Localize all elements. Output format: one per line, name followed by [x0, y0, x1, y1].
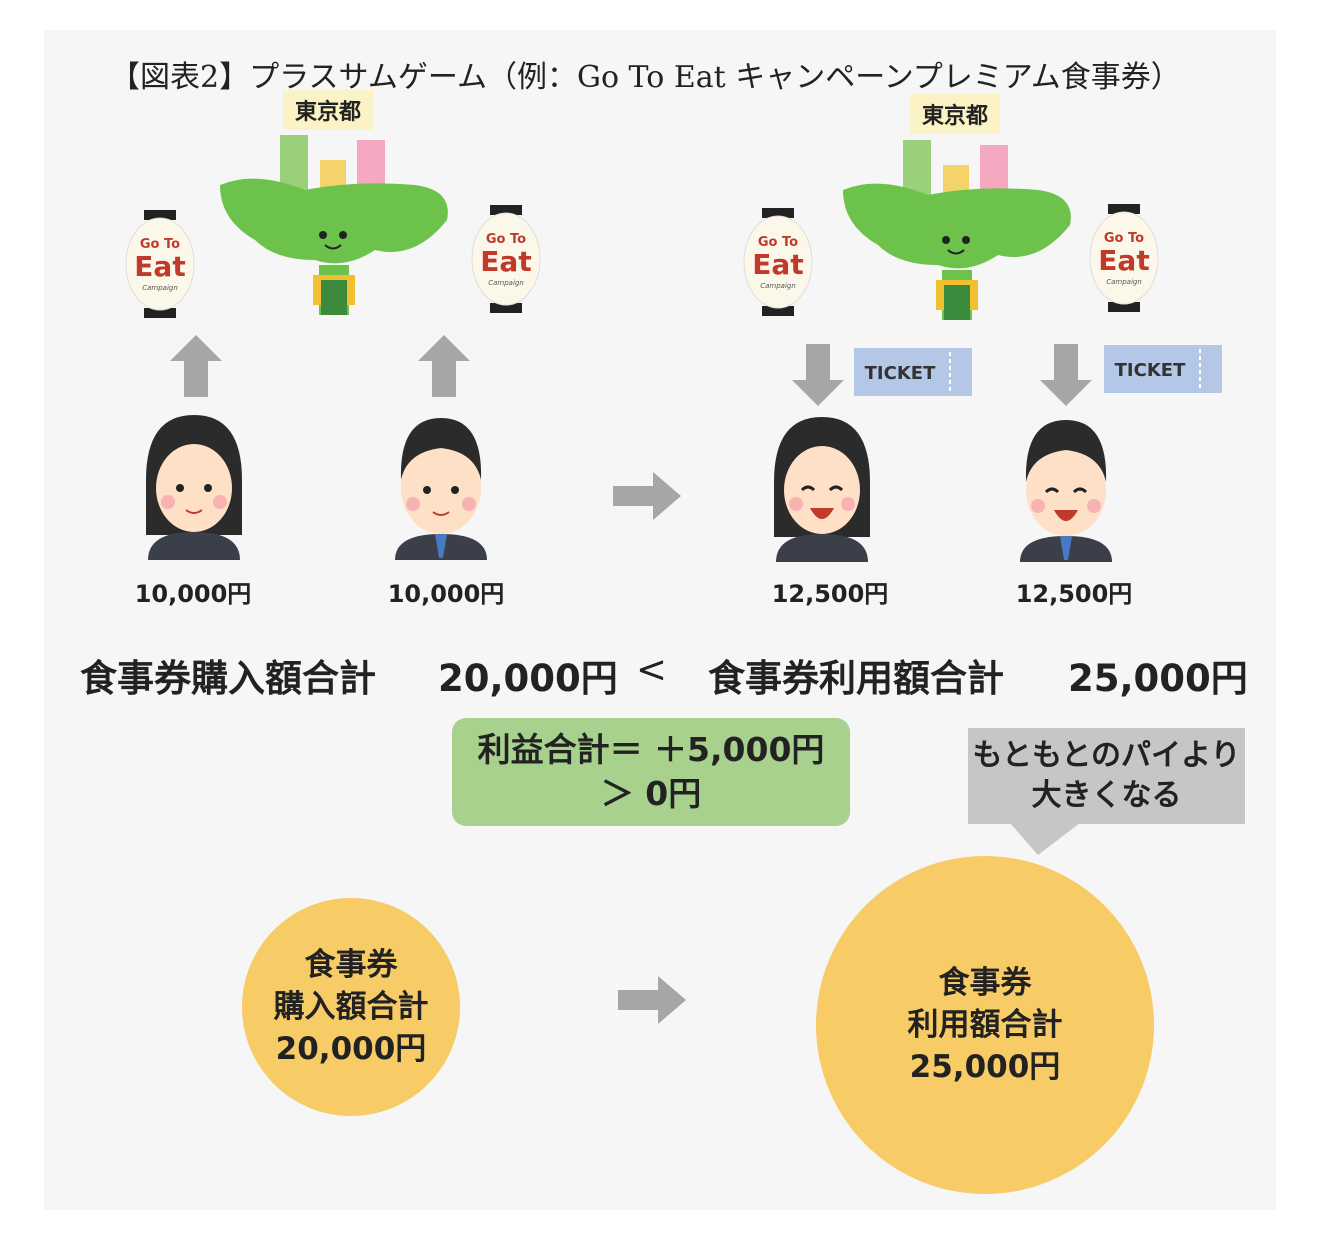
tokyo-label-right: 東京都	[910, 94, 1001, 134]
arrow-right-icon-top	[613, 472, 681, 520]
man-icon-before	[395, 418, 487, 560]
figure-title: 【図表2】プラスサムゲーム（例：Go To Eat キャンペーンプレミアム食事券…	[110, 60, 1181, 95]
callout-line-2: 大きくなる	[1031, 778, 1182, 813]
amount-before-2: 10,000円	[387, 580, 505, 608]
man-icon-after	[1020, 420, 1112, 562]
tokyo-mascot-right	[843, 140, 1071, 320]
svg-text:TICKET: TICKET	[1115, 360, 1186, 381]
ticket-icon-1: TICKET	[854, 348, 972, 396]
callout-bubble: もともとのパイより 大きくなる	[968, 728, 1245, 824]
arrow-down-icon-1	[792, 344, 844, 406]
svg-text:Eat: Eat	[134, 250, 185, 283]
callout-tail	[1010, 823, 1080, 855]
tokyo-mascot-left	[220, 135, 448, 315]
lantern-icon-left-1: Go To Eat Campaign	[125, 210, 195, 318]
woman-icon-before	[146, 415, 242, 560]
svg-text:Go To: Go To	[758, 235, 798, 250]
svg-text:Campaign: Campaign	[760, 282, 796, 290]
arrow-right-icon-bottom	[618, 976, 686, 1024]
arrow-up-icon-1	[170, 335, 222, 397]
svg-text:Go To: Go To	[1104, 231, 1144, 246]
amount-after-1: 12,500円	[771, 580, 889, 608]
purchase-total-label: 食事券購入額合計	[80, 657, 376, 700]
purchase-circle-line-2: 購入額合計	[273, 989, 429, 1025]
lantern-icon-right-1: Go To Eat Campaign	[743, 208, 813, 316]
svg-text:Campaign: Campaign	[1106, 278, 1142, 286]
purchase-circle-line-3: 20,000円	[275, 1031, 427, 1067]
ticket-icon-2: TICKET	[1104, 345, 1222, 393]
svg-text:Eat: Eat	[1098, 244, 1149, 277]
usage-total-value: 25,000円	[1068, 657, 1248, 700]
less-than-operator: <	[636, 648, 668, 691]
svg-text:Campaign: Campaign	[142, 284, 178, 292]
svg-text:Campaign: Campaign	[488, 279, 524, 287]
profit-line-2: ＞ 0円	[600, 774, 702, 813]
arrow-up-icon-2	[418, 335, 470, 397]
purchase-total-value: 20,000円	[438, 657, 618, 700]
usage-circle-line-1: 食事券	[938, 965, 1032, 1001]
svg-text:TICKET: TICKET	[865, 363, 936, 384]
lantern-icon-left-2: Go To Eat Campaign	[471, 205, 541, 313]
arrow-down-icon-2	[1040, 344, 1092, 406]
usage-circle-line-3: 25,000円	[909, 1049, 1061, 1085]
usage-circle: 食事券 利用額合計 25,000円	[816, 856, 1154, 1194]
profit-line-1: 利益合計＝ ＋5,000円	[477, 730, 825, 769]
svg-text:Eat: Eat	[480, 245, 531, 278]
profit-box: 利益合計＝ ＋5,000円 ＞ 0円	[452, 718, 850, 826]
svg-text:Go To: Go To	[486, 232, 526, 247]
callout-line-1: もともとのパイより	[972, 738, 1241, 773]
svg-text:Eat: Eat	[752, 248, 803, 281]
svg-text:Go To: Go To	[140, 237, 180, 252]
tokyo-label-left: 東京都	[283, 90, 374, 130]
amount-after-2: 12,500円	[1015, 580, 1133, 608]
usage-circle-line-2: 利用額合計	[907, 1007, 1063, 1043]
purchase-circle: 食事券 購入額合計 20,000円	[242, 898, 460, 1116]
amount-before-1: 10,000円	[134, 580, 252, 608]
purchase-circle-line-1: 食事券	[304, 947, 398, 983]
lantern-icon-right-2: Go To Eat Campaign	[1089, 204, 1159, 312]
woman-icon-after	[774, 417, 870, 562]
usage-total-label: 食事券利用額合計	[708, 657, 1004, 700]
